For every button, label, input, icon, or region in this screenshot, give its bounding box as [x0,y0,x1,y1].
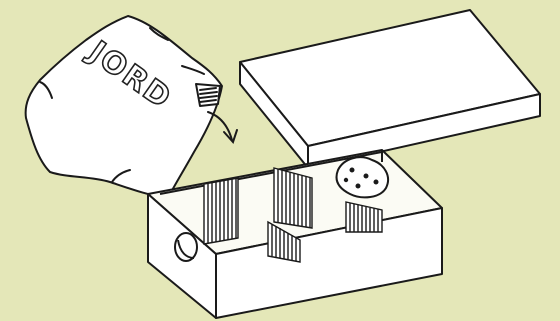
entrance-hole-icon [175,233,197,261]
potato-icon [337,157,389,197]
divider-2 [274,168,312,228]
divider-1 [204,178,238,244]
